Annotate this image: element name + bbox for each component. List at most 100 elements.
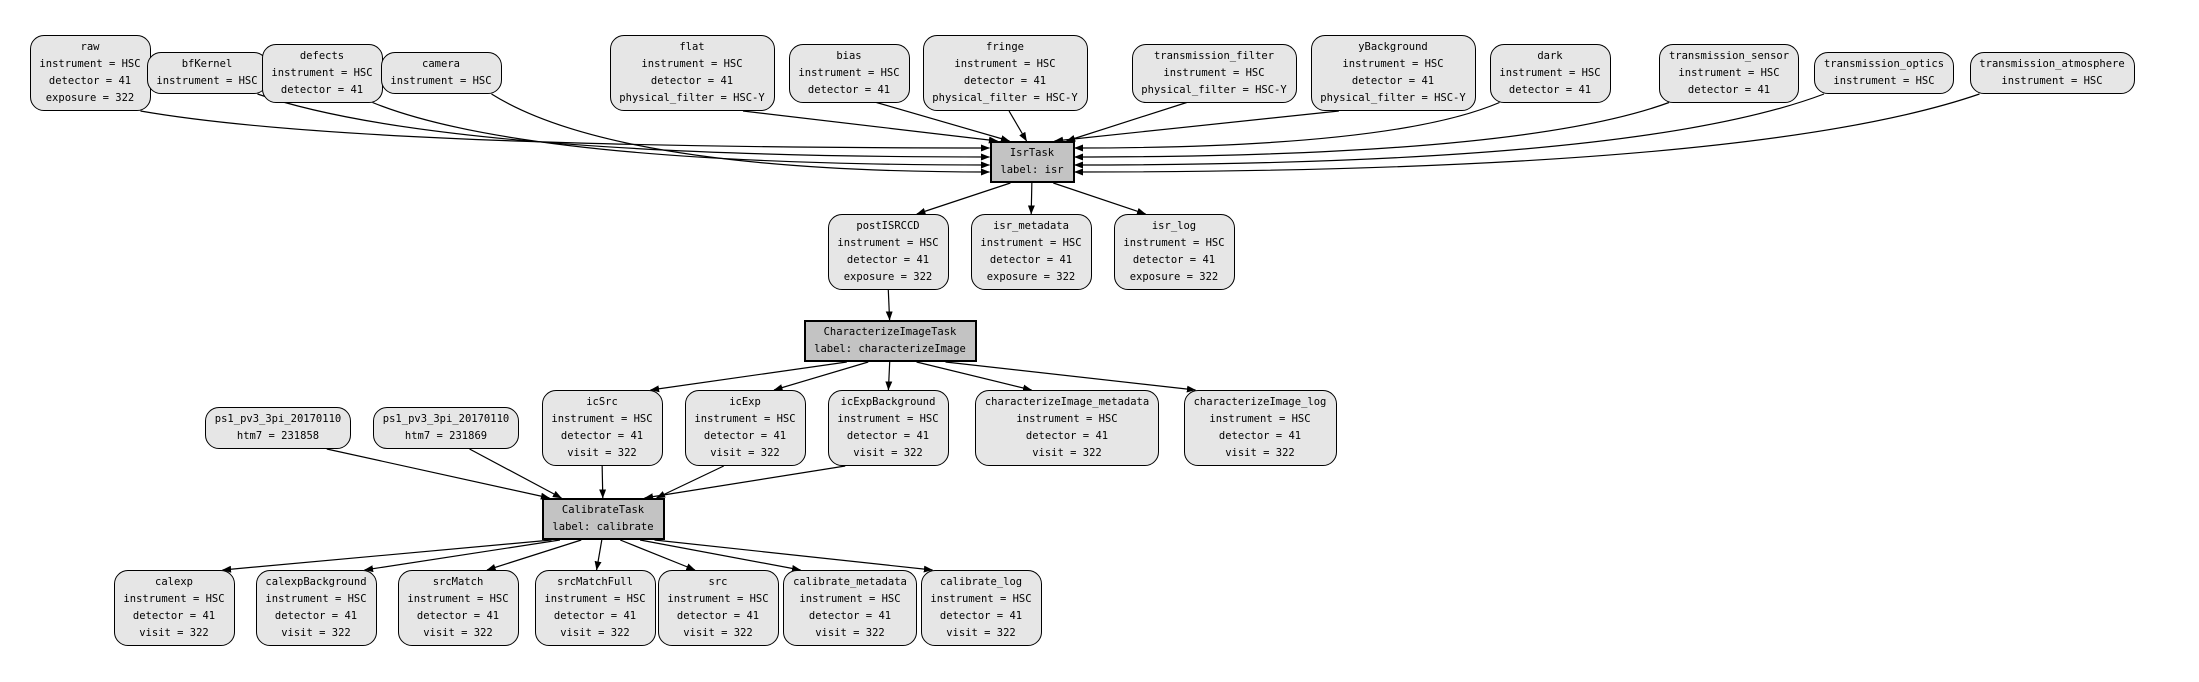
node-attr: visit = 322	[423, 627, 493, 639]
node-attr: exposure = 322	[986, 271, 1076, 283]
node-attr: detector = 41	[676, 610, 760, 622]
node-attr: physical_filter = HSC-Y	[619, 92, 765, 104]
node-attr: label: calibrate	[552, 521, 654, 533]
edge-transmission_atmosphere-to-isr	[1074, 93, 1980, 176]
node-attr: detector = 41	[553, 610, 637, 622]
node-attr: instrument = HSC	[1678, 66, 1780, 79]
node-title: characterizeImage_metadata	[984, 396, 1150, 408]
node-title: transmission_optics	[1823, 58, 1945, 70]
node-attr: detector = 41	[280, 83, 364, 96]
edge-characterizeImage-to-characterizeImage_log	[945, 361, 1196, 393]
edge-transmission_filter-to-isr	[1066, 101, 1187, 142]
node-attr: instrument = HSC	[1163, 66, 1265, 79]
edge-bias-to-isr	[876, 101, 1010, 142]
edge-postISRCCD-to-characterizeImage	[885, 289, 893, 321]
node-title: CharacterizeImageTask	[823, 326, 957, 338]
node-attr: detector = 41	[1351, 75, 1435, 87]
node-title: ps1_pv3_3pi_20170110	[382, 413, 510, 425]
node-characterizeImage_metadata: characterizeImage_metadata instrument = H…	[975, 390, 1159, 466]
edge-calibrate-to-srcMatchFull	[594, 539, 603, 571]
node-title: calibrate_log	[939, 576, 1023, 588]
node-attr: visit = 322	[815, 627, 885, 639]
node-title: flat	[679, 41, 705, 53]
edge-raw-to-isr	[140, 110, 990, 152]
node-attr: label: characterizeImage	[814, 343, 966, 355]
node-attr: physical_filter = HSC-Y	[932, 92, 1078, 104]
node-attr: detector = 41	[846, 254, 930, 266]
node-title: dark	[1537, 49, 1563, 62]
node-flat: flat instrument = HSC detector = 41 physica…	[609, 35, 775, 111]
node-title: calexpBackground	[265, 576, 367, 588]
node-title: calexp	[155, 576, 193, 588]
node-title: transmission_filter	[1153, 49, 1275, 62]
node-transmission_filter: transmission_filter instrument = HSC physi…	[1131, 43, 1297, 103]
edge-calibrate-to-srcMatch	[486, 539, 582, 571]
edge-ps1_b-to-calibrate	[469, 448, 562, 499]
node-title: icExp	[729, 396, 761, 408]
edge-ps1_a-to-calibrate	[326, 448, 550, 500]
edge-calibrate-to-calibrate_log	[654, 539, 933, 573]
node-attr: detector = 41	[846, 430, 930, 442]
node-title: isr_log	[1151, 220, 1197, 232]
edge-yBackground-to-isr	[1054, 110, 1339, 144]
node-attr: instrument = HSC	[2001, 75, 2103, 87]
edge-icSrc-to-calibrate	[599, 465, 607, 499]
node-attr: instrument = HSC	[1209, 413, 1311, 425]
edge-dark-to-isr	[1074, 101, 1500, 152]
node-attr: instrument = HSC	[641, 58, 743, 70]
node-attr: visit = 322	[946, 627, 1016, 639]
node-calexp: calexp instrument = HSC detector = 41 visit…	[113, 570, 235, 646]
node-attr: instrument = HSC	[798, 66, 900, 79]
node-attr: visit = 322	[560, 627, 630, 639]
edge-flat-to-isr	[742, 110, 998, 144]
node-attr: instrument = HSC	[1016, 413, 1118, 425]
node-attr: detector = 41	[650, 75, 734, 87]
edge-transmission_optics-to-isr	[1074, 93, 1825, 169]
node-title: isr_metadata	[993, 220, 1069, 232]
node-attr: physical_filter = HSC-Y	[1141, 83, 1287, 96]
node-attr: instrument = HSC	[123, 593, 225, 605]
node-attr: instrument = HSC	[265, 593, 367, 605]
node-attr: detector = 41	[989, 254, 1073, 266]
node-title: defects	[299, 49, 345, 62]
node-yBackground: yBackground instrument = HSC detector = 41…	[1310, 35, 1476, 111]
edge-characterizeImage-to-characterizeImage_metadata	[916, 361, 1032, 392]
node-attr: instrument = HSC	[39, 58, 141, 70]
edge-calibrate-to-calexpBackground	[364, 539, 561, 573]
node-attr: instrument = HSC	[156, 75, 258, 87]
edge-characterizeImage-to-icExp	[773, 361, 869, 391]
node-attr: instrument = HSC	[667, 593, 769, 605]
node-attr: visit = 322	[710, 447, 780, 459]
edge-calibrate-to-calexp	[222, 539, 552, 573]
node-attr: instrument = HSC	[1833, 75, 1935, 87]
node-attr: detector = 41	[939, 610, 1023, 622]
node-attr: detector = 41	[703, 430, 787, 442]
node-attr: label: isr	[1000, 164, 1064, 176]
node-attr: detector = 41	[132, 610, 216, 622]
node-attr: instrument = HSC	[954, 58, 1056, 70]
node-attr: instrument = HSC	[551, 413, 653, 425]
node-title: fringe	[986, 41, 1024, 53]
node-attr: instrument = HSC	[544, 593, 646, 605]
node-title: ps1_pv3_3pi_20170110	[214, 413, 342, 425]
node-title: srcMatchFull	[557, 576, 633, 588]
node-attr: instrument = HSC	[1342, 58, 1444, 70]
node-title: yBackground	[1358, 41, 1428, 53]
node-attr: visit = 322	[139, 627, 209, 639]
node-attr: detector = 41	[808, 610, 892, 622]
edge-characterizeImage-to-icSrc	[650, 361, 847, 393]
edge-isr-to-isr_metadata	[1027, 182, 1035, 215]
node-attr: instrument = HSC	[980, 237, 1082, 249]
